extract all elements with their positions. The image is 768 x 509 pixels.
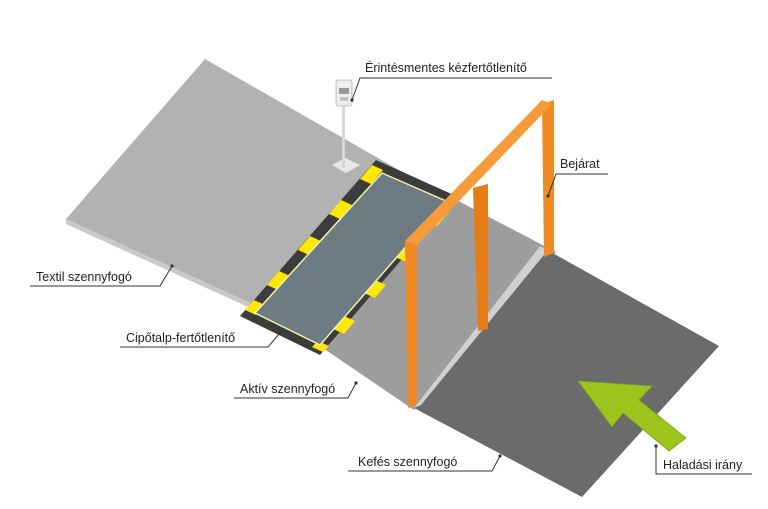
label-entrance: Bejárat	[560, 157, 600, 171]
label-direction: Haladási irány	[663, 458, 743, 472]
brush-mat	[414, 246, 719, 497]
label-sole-disinfector: Cipőtalp-fertőtlenítő	[126, 331, 236, 345]
label-brush-mat: Kefés szennyfogó	[358, 455, 458, 469]
label-hand-sanitizer: Érintésmentes kézfertőtlenítő	[365, 61, 527, 75]
leader-lines	[30, 77, 752, 475]
label-active-mat: Aktív szennyfogó	[240, 382, 336, 396]
label-textile-mat: Textil szennyfogó	[36, 270, 132, 284]
textile-mat-edge	[66, 219, 270, 316]
entrance-frame	[405, 100, 554, 408]
sole-disinfector-tray	[253, 172, 448, 346]
sanitizer-dispenser-icon	[332, 79, 360, 173]
leader-dots	[170, 98, 658, 458]
direction-arrow-icon	[577, 380, 687, 452]
